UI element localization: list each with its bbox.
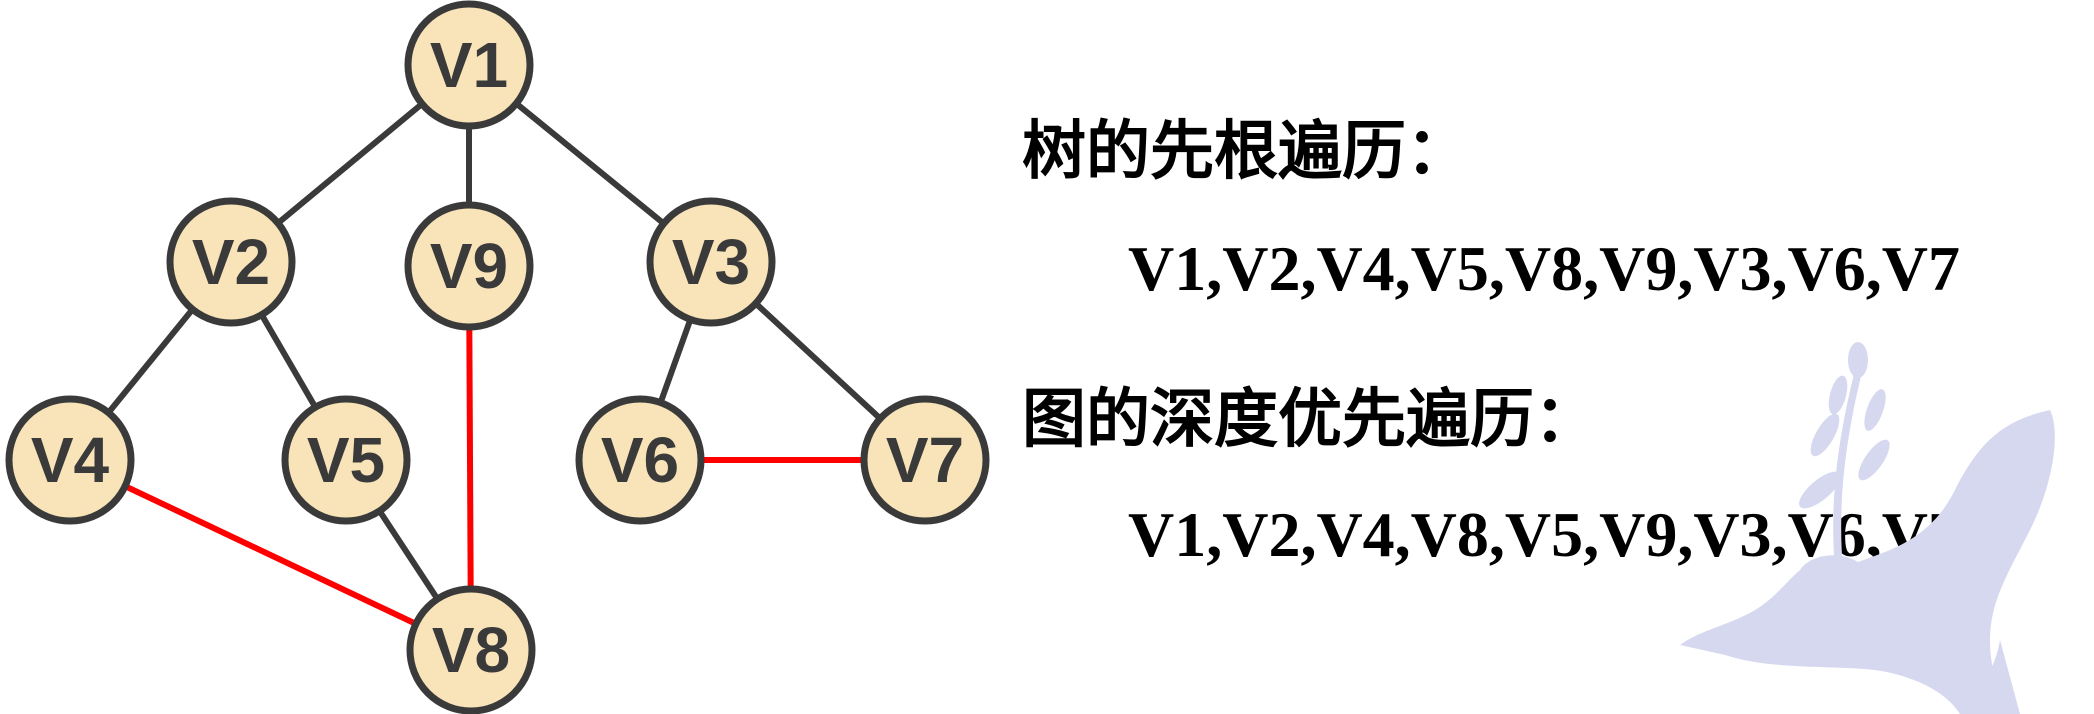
node-v8: V8 (406, 585, 536, 714)
node-label: V2 (192, 226, 270, 298)
node-v1: V1 (404, 0, 534, 130)
node-label: V6 (601, 424, 679, 496)
node-v9: V9 (404, 201, 534, 331)
node-v4: V4 (5, 395, 135, 525)
edges-layer (67, 62, 928, 653)
node-circle (404, 201, 534, 331)
node-circle (5, 395, 135, 525)
node-v3: V3 (646, 197, 776, 327)
dove-watermark-icon (1680, 342, 2055, 714)
edge-v4-v8 (68, 457, 473, 653)
node-circle (575, 395, 705, 525)
node-circle (166, 197, 296, 327)
node-label: V9 (430, 230, 508, 302)
node-circle (860, 395, 990, 525)
tree-preorder-title: 树的先根遍历： (1022, 116, 1470, 187)
node-label: V4 (31, 424, 110, 496)
node-label: V7 (886, 424, 964, 496)
node-circle (406, 585, 536, 714)
node-v7: V7 (860, 395, 990, 525)
node-label: V5 (307, 424, 385, 496)
graph-dfs-title: 图的深度优先遍历： (1022, 384, 1598, 455)
node-v5: V5 (281, 395, 411, 525)
node-v2: V2 (166, 197, 296, 327)
node-label: V1 (430, 29, 508, 101)
node-circle (646, 197, 776, 327)
node-circle (281, 395, 411, 525)
tree-preorder-sequence: V1,V2,V4,V5,V8,V9,V3,V6,V7 (1128, 233, 1960, 304)
node-label: V8 (432, 614, 510, 686)
node-label: V3 (672, 226, 750, 298)
node-v6: V6 (575, 395, 705, 525)
node-circle (404, 0, 534, 130)
